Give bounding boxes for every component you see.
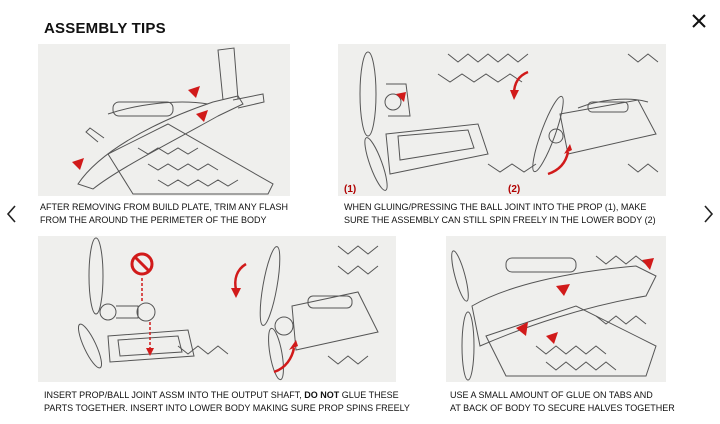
next-button[interactable] [702,202,716,226]
no-glue-icon [130,252,154,276]
page-title: ASSEMBLY TIPS [44,20,166,37]
tip-4-illustration [446,236,666,382]
tip-3-illustration [38,236,396,382]
warning-arrows [72,86,208,170]
step-marker-1: (1) [344,184,357,195]
tip-2-caption: WHEN GLUING/PRESSING THE BALL JOINT INTO… [344,202,656,225]
close-button[interactable] [688,10,710,32]
previous-button[interactable] [4,202,18,226]
tip-3-caption: INSERT PROP/BALL JOINT ASSM INTO THE OUT… [44,390,410,413]
tip-4-caption: USE A SMALL AMOUNT OF GLUE ON TABS AND A… [450,390,675,413]
tip-1-caption: AFTER REMOVING FROM BUILD PLATE, TRIM AN… [40,202,289,225]
chevron-left-icon [6,205,16,223]
tip-1-illustration [38,44,290,196]
tip-2-illustration [338,44,666,196]
step-marker-2: (2) [508,184,521,195]
close-icon [692,14,706,28]
rotation-arrows [512,70,570,176]
chevron-right-icon [704,205,714,223]
